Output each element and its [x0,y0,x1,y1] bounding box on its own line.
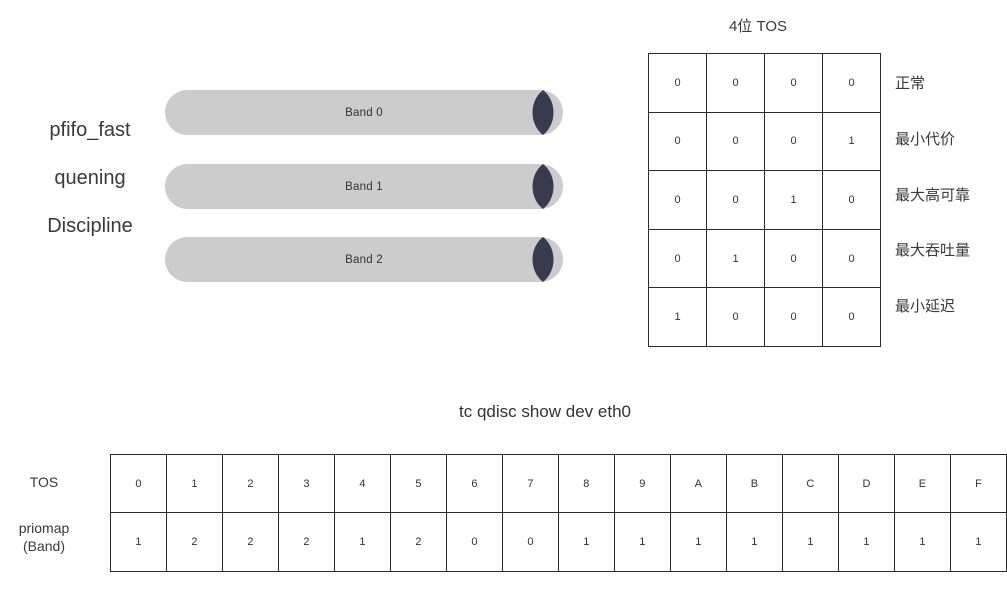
priomap-table: 0 1 2 3 4 5 6 7 8 9 A B C D E F 1 2 2 [110,454,1007,572]
tos-bit-cell: 0 [706,111,765,172]
tos-bit-cell: 0 [764,53,823,113]
priomap-tos-cell: D [837,454,895,513]
band-row-2: Band 2 [165,237,578,282]
priomap-band-cell: 0 [445,512,503,572]
table-row: 1 0 0 0 [648,287,881,347]
band-label-2: Band 2 [345,253,383,266]
band-pipe-0 [165,90,563,135]
tos-bit-cell: 0 [822,228,881,289]
priomap-tos-cell: 0 [110,454,167,513]
tos-bit-cell: 1 [648,287,707,347]
priomap-band-cell: 1 [725,512,783,572]
tos-meaning-label: 最小代价 [895,131,956,148]
priomap-band-cell: 1 [949,512,1007,572]
tos-bit-cell: 0 [764,111,823,172]
priomap-tos-cell: 8 [557,454,615,513]
qdisc-label-line-1: pfifo_fast [49,119,131,141]
priomap-band-cell: 0 [501,512,559,572]
priomap-band-cell: 2 [389,512,447,572]
tos-bit-cell: 0 [648,228,707,289]
tos-bit-cell: 0 [648,53,707,113]
band-pipe-2 [165,237,563,282]
tos-bit-cell: 0 [822,53,881,113]
priomap-tos-cell: 2 [221,454,279,513]
table-row: 1 2 2 2 1 2 0 0 1 1 1 1 1 1 1 1 [110,512,1007,572]
priomap-tos-cell: E [893,454,951,513]
band-endcap-lens-icon-0 [532,90,554,135]
priomap-row-header-tos: TOS [29,474,59,490]
band-label-1: Band 1 [345,180,383,193]
priomap-band-cell: 1 [333,512,391,572]
tos-bit-cell: 1 [764,170,823,230]
tos-bit-cell: 0 [764,287,823,347]
tos-bit-cell: 0 [764,228,823,289]
priomap-row-header-band-line2: (Band) [22,537,66,554]
tos-meaning-label: 最大吞吐量 [895,242,971,259]
priomap-row-header-band: priomap (Band) [0,520,88,555]
band-row-1: Band 1 [165,164,578,209]
tos-meaning-label: 正常 [895,75,926,92]
priomap-tos-cell: B [725,454,783,513]
priomap-band-cell: 1 [557,512,615,572]
priomap-tos-cell: A [669,454,727,513]
priomap-band-cell: 2 [165,512,223,572]
priomap-tos-cell: 5 [389,454,447,513]
priomap-tos-cell: 7 [501,454,559,513]
priomap-band-cell: 1 [110,512,167,572]
table-row: 0 0 1 0 [648,170,881,230]
tos-bit-cell: 0 [822,170,881,230]
priomap-tos-cell: 3 [277,454,335,513]
tos-bit-cell: 0 [706,170,765,230]
priomap-band-cell: 1 [837,512,895,572]
priomap-row-header-band-line1: priomap [18,520,70,536]
tos-meaning-label: 最大高可靠 [895,187,971,204]
priomap-band-cell: 1 [613,512,671,572]
priomap-tos-cell: 6 [445,454,503,513]
priomap-band-cell: 1 [669,512,727,572]
priomap-command-title: tc qdisc show dev eth0 [459,402,631,421]
table-row: 0 0 0 0 [648,53,881,113]
tos-bit-cell: 0 [648,111,707,172]
priomap-band-cell: 1 [893,512,951,572]
tos-bit-cell: 0 [706,287,765,347]
tos-bit-cell: 0 [648,170,707,230]
band-pipe-1 [165,164,563,209]
qdisc-label-line-2: quening [54,167,126,189]
tos-bit-cell: 1 [822,111,881,172]
band-row-0: Band 0 [165,90,578,135]
priomap-band-cell: 1 [781,512,839,572]
priomap-tos-cell: 4 [333,454,391,513]
priomap-tos-cell: F [949,454,1007,513]
tos-meaning-label: 最小延迟 [895,298,956,315]
tos-bit-cell: 1 [706,228,765,289]
tos-bit-cell: 0 [822,287,881,347]
priomap-tos-cell: C [781,454,839,513]
tos-bit-table: 0 0 0 0 0 0 0 1 0 0 1 0 0 1 0 0 [648,53,881,347]
band-endcap-lens-icon-2 [532,237,554,282]
priomap-tos-cell: 1 [165,454,223,513]
qdisc-label-line-3: Discipline [47,215,133,237]
priomap-tos-cell: 9 [613,454,671,513]
table-row: 0 1 2 3 4 5 6 7 8 9 A B C D E F [110,454,1007,513]
table-row: 0 1 0 0 [648,228,881,289]
tos-table-title: 4位 TOS [728,18,788,35]
band-endcap-lens-icon-1 [532,164,554,209]
band-label-0: Band 0 [345,106,383,119]
priomap-band-cell: 2 [277,512,335,572]
priomap-band-cell: 2 [221,512,279,572]
table-row: 0 0 0 1 [648,111,881,172]
tos-bit-cell: 0 [706,53,765,113]
